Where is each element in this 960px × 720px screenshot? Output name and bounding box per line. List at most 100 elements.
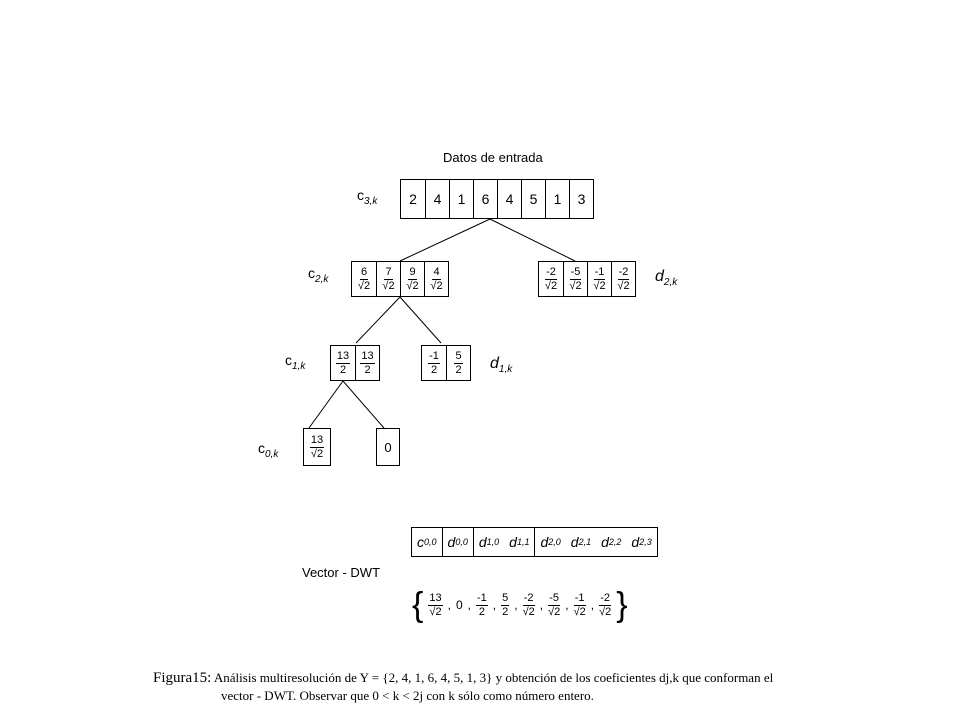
vector-cell-index: 1,0 — [486, 537, 500, 547]
coef-frac: -1√2 — [573, 592, 586, 618]
c1-frac-num: 13 — [335, 349, 351, 364]
vector-cell-index: 0,0 — [455, 537, 468, 547]
vector-cell-index: 2,0 — [548, 537, 561, 547]
d2-frac-num: -2 — [545, 265, 557, 280]
d2-cell: -2√2 — [539, 262, 563, 296]
vector-dwt-label: Vector - DWT — [302, 565, 381, 580]
vector-cell-index: 2,3 — [639, 537, 652, 547]
c2-frac: 4√2 — [430, 265, 443, 292]
coef-separator: , — [467, 598, 471, 612]
d2-frac: -5√2 — [569, 266, 582, 292]
coef-separator: , — [447, 598, 451, 612]
d1-frac-num: -1 — [428, 349, 440, 364]
c2-frac-num: 7 — [384, 265, 393, 280]
vector-cell-symbol: d — [478, 534, 487, 550]
d2-label: d2,k — [655, 268, 678, 289]
c0-box: 13√2 — [303, 428, 331, 466]
coef-frac: -2√2 — [522, 591, 535, 618]
coef-frac-num: -5 — [548, 591, 561, 606]
coef-frac-num: -2 — [599, 591, 612, 606]
vector-cell-symbol: c — [417, 534, 424, 550]
coef-frac-num: 5 — [501, 591, 510, 606]
coef-frac: 13√2 — [428, 591, 443, 618]
c2-frac-den: √2 — [406, 279, 419, 292]
coef-frac: -2√2 — [599, 591, 612, 618]
c3-cell: 1 — [449, 180, 473, 218]
d2-frac: -2√2 — [545, 265, 557, 292]
caption-line-2: vector - DWT. Observar que 0 < k < 2j co… — [221, 688, 594, 703]
c0-num: 13 — [309, 433, 325, 448]
coef-value: 0 — [455, 598, 463, 612]
coef-separator: , — [565, 598, 569, 612]
d2-frac-den: √2 — [617, 279, 630, 292]
d0-box: 0 — [376, 428, 400, 466]
vector-cell-symbol: d — [540, 534, 549, 550]
brace-close: } — [616, 586, 628, 624]
c2-frac-den: √2 — [430, 279, 443, 292]
d2-frac-den: √2 — [593, 279, 606, 292]
c2-frac: 7√2 — [382, 265, 394, 292]
d2-cell: -2√2 — [611, 262, 635, 296]
coef-frac-num: -2 — [522, 591, 535, 606]
d2-row: -2√2-5√2-1√2-2√2 — [538, 261, 636, 297]
d2-frac-den: √2 — [569, 279, 582, 292]
d2-cell: -1√2 — [587, 262, 611, 296]
c0-label: c0,k — [258, 440, 279, 460]
c2-cell: 9√2 — [400, 262, 424, 296]
d2-cell: -5√2 — [563, 262, 587, 296]
d1-frac-den: 2 — [455, 363, 462, 376]
coef-frac-num: -1 — [475, 591, 488, 606]
c2-label: c2,k — [308, 265, 329, 285]
coef-frac-den: √2 — [548, 605, 561, 618]
c2-frac-den: √2 — [357, 279, 371, 292]
coef-separator: , — [492, 598, 497, 612]
c1-frac-num: 13 — [360, 349, 375, 364]
c0-den: √2 — [310, 447, 324, 460]
c3-cell: 4 — [497, 180, 521, 218]
coef-frac-num: 13 — [428, 591, 443, 606]
coef-frac-den: √2 — [522, 605, 535, 618]
d2-frac: -1√2 — [593, 265, 606, 292]
c2-frac: 6√2 — [357, 265, 371, 292]
c2-frac-num: 4 — [432, 265, 441, 280]
coef-frac-den: √2 — [573, 605, 586, 618]
vector-cell-index: 0,0 — [424, 537, 437, 547]
c3-cell: 6 — [473, 180, 497, 218]
d0-value: 0 — [384, 439, 392, 455]
c2-frac-num: 9 — [408, 265, 417, 280]
c1-label: c1,k — [285, 352, 306, 372]
d2-frac-num: -2 — [617, 265, 630, 280]
c3-cell: 1 — [545, 180, 569, 218]
coef-separator: , — [590, 598, 595, 612]
c1-frac-den: 2 — [364, 363, 371, 376]
figure-caption: Figura15: Análisis multiresolución de Y … — [153, 669, 773, 705]
c2-frac-num: 6 — [359, 265, 369, 280]
coef-frac: -5√2 — [548, 591, 561, 618]
figure-number: Figura15: — [153, 670, 212, 686]
input-data-title: Datos de entrada — [443, 150, 543, 165]
c2-cell: 6√2 — [352, 262, 376, 296]
c3-cell: 3 — [569, 180, 593, 218]
d2-frac-num: -1 — [593, 265, 606, 280]
coef-frac-den: 2 — [478, 605, 485, 618]
